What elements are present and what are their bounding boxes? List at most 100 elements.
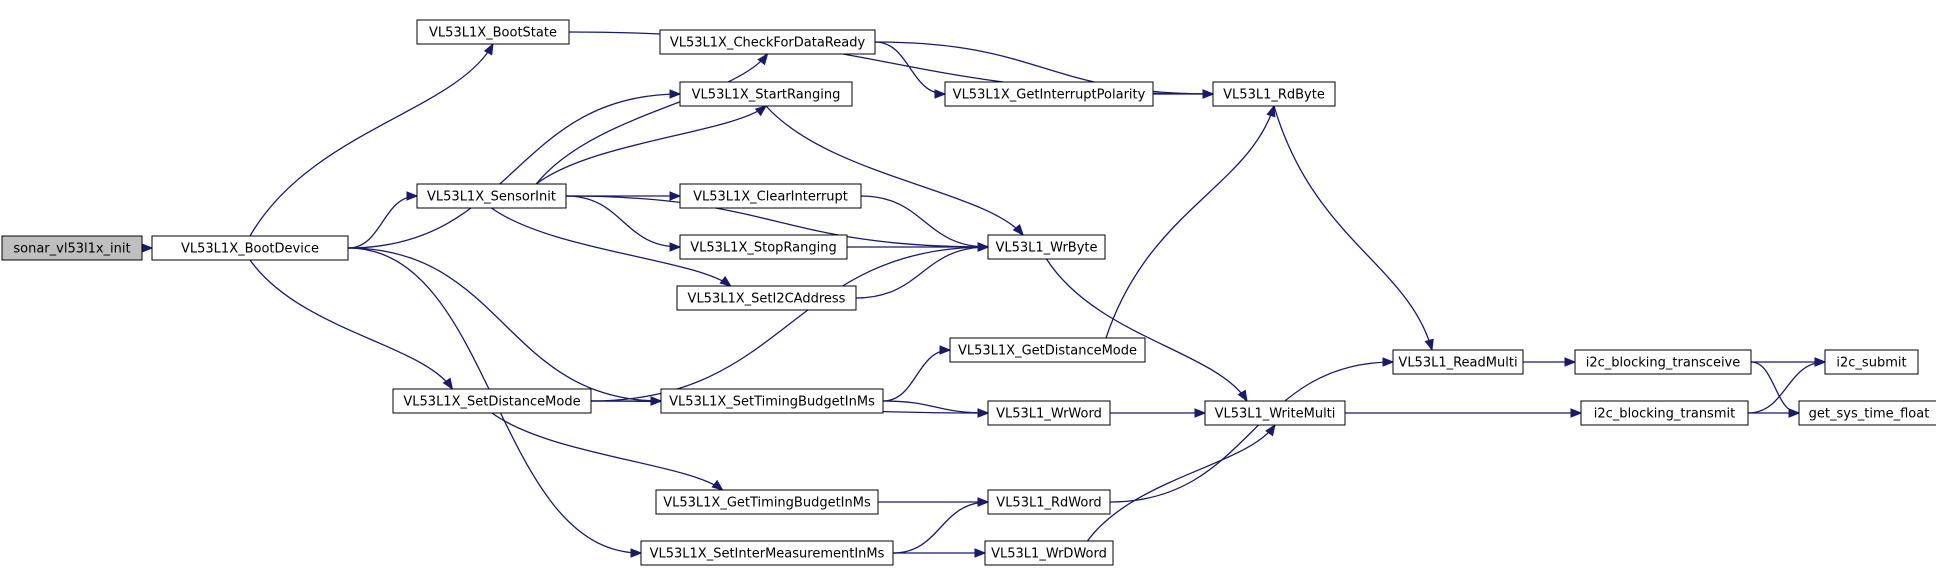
node-VL53L1_WrWord[interactable]: VL53L1_WrWord [987, 400, 1111, 426]
node-VL53L1X_BootState[interactable]: VL53L1X_BootState [416, 19, 570, 45]
arrowhead-VL53L1X_GetDistanceMode-to-VL53L1_RdByte [1266, 104, 1276, 118]
edge-i2c_blocking_transceive-to-get_sys_time_float [1750, 361, 1800, 414]
node-label: sonar_vl53l1x_init [13, 242, 130, 257]
node-VL53L1X_SetI2CAddress[interactable]: VL53L1X_SetI2CAddress [676, 285, 857, 311]
node-sonar_vl53l1x_init[interactable]: sonar_vl53l1x_init [1, 235, 143, 261]
node-box[interactable] [987, 234, 1106, 260]
arrowhead-VL53L1X_SensorInit-to-VL53L1X_StopRanging [669, 242, 682, 252]
node-VL53L1X_GetTimingBudgetInMs[interactable]: VL53L1X_GetTimingBudgetInMs [655, 489, 879, 515]
node-box[interactable] [416, 183, 567, 209]
arrowhead-VL53L1X_GetInterruptPolarity-to-VL53L1_RdByte [1202, 89, 1215, 99]
edge-VL53L1X_BootDevice-to-VL53L1X_SetTimingBudgetInMs [347, 247, 662, 402]
edge-VL53L1X_SensorInit-to-VL53L1_WrByte [565, 195, 989, 248]
node-label: VL53L1X_BootState [429, 26, 557, 41]
node-VL53L1X_GetDistanceMode[interactable]: VL53L1X_GetDistanceMode [949, 337, 1146, 363]
edge-VL53L1X_SensorInit-to-VL53L1X_SetI2CAddress [491, 207, 732, 287]
node-box[interactable] [987, 400, 1111, 426]
node-box[interactable] [1392, 349, 1524, 375]
node-i2c_blocking_transmit[interactable]: i2c_blocking_transmit [1580, 400, 1749, 426]
edge-VL53L1X_BootDevice-to-VL53L1X_BootState [249, 43, 494, 237]
arrowhead-VL53L1_RdByte-to-VL53L1_ReadMulti [1424, 338, 1434, 352]
edge-VL53L1X_SetDistanceMode-to-VL53L1_WrByte [590, 246, 989, 402]
edge-VL53L1X_SetInterMeasurementInMs-to-VL53L1_RdWord [892, 501, 989, 554]
node-VL53L1X_SetInterMeasurementInMs[interactable]: VL53L1X_SetInterMeasurementInMs [640, 540, 894, 566]
node-box[interactable] [1824, 349, 1919, 375]
node-box[interactable] [1212, 81, 1336, 107]
node-label: VL53L1X_SetDistanceMode [403, 395, 580, 410]
node-box[interactable] [1580, 400, 1749, 426]
node-VL53L1_RdByte[interactable]: VL53L1_RdByte [1212, 81, 1336, 107]
edge-VL53L1X_StartRanging-to-VL53L1_WrByte [765, 105, 1024, 236]
node-VL53L1_ReadMulti[interactable]: VL53L1_ReadMulti [1392, 349, 1524, 375]
edge-i2c_blocking_transmit-to-i2c_submit [1747, 361, 1826, 414]
node-label: VL53L1_WriteMulti [1215, 407, 1336, 422]
arrowhead-VL53L1X_SensorInit-to-VL53L1X_SetI2CAddress [719, 275, 732, 287]
node-VL53L1_WrDWord[interactable]: VL53L1_WrDWord [984, 540, 1114, 566]
edge-VL53L1X_GetDistanceMode-to-VL53L1_RdByte [1105, 105, 1275, 339]
node-VL53L1X_StopRanging[interactable]: VL53L1X_StopRanging [679, 234, 848, 260]
node-label: VL53L1X_SetTimingBudgetInMs [669, 395, 875, 410]
node-box[interactable] [655, 489, 879, 515]
node-box[interactable] [416, 19, 570, 45]
node-VL53L1X_StartRanging[interactable]: VL53L1X_StartRanging [679, 81, 853, 107]
node-label: VL53L1X_GetDistanceMode [958, 344, 1137, 359]
node-box[interactable] [679, 183, 862, 209]
edge-VL53L1X_BootDevice-to-VL53L1X_StartRanging [347, 93, 681, 249]
edge-VL53L1_WrByte-to-VL53L1_WriteMulti [1045, 258, 1248, 402]
node-box[interactable] [949, 337, 1146, 363]
node-box[interactable] [984, 540, 1114, 566]
node-box[interactable] [660, 388, 884, 414]
node-box[interactable] [640, 540, 894, 566]
node-box[interactable] [151, 235, 349, 261]
arrowhead-VL53L1X_BootDevice-to-VL53L1X_StartRanging [669, 89, 682, 99]
node-box[interactable] [1798, 400, 1936, 426]
node-i2c_submit[interactable]: i2c_submit [1824, 349, 1919, 375]
arrowhead-VL53L1X_SetInterMeasurementInMs-to-VL53L1_RdWord [977, 497, 990, 507]
node-box[interactable] [679, 234, 848, 260]
node-label: VL53L1X_BootDevice [181, 242, 319, 257]
node-VL53L1X_ClearInterrupt[interactable]: VL53L1X_ClearInterrupt [679, 183, 862, 209]
node-label: VL53L1_RdWord [996, 496, 1101, 511]
node-label: VL53L1_WrByte [995, 241, 1097, 256]
node-box[interactable] [987, 489, 1111, 515]
node-box[interactable] [392, 388, 592, 414]
node-box[interactable] [1574, 349, 1752, 375]
node-VL53L1X_BootDevice[interactable]: VL53L1X_BootDevice [151, 235, 349, 261]
node-VL53L1X_SensorInit[interactable]: VL53L1X_SensorInit [416, 183, 567, 209]
node-VL53L1X_SetDistanceMode[interactable]: VL53L1X_SetDistanceMode [392, 388, 592, 414]
node-box[interactable] [679, 81, 853, 107]
edge-VL53L1X_SetTimingBudgetInMs-to-VL53L1_WrWord [882, 400, 989, 414]
arrowhead-VL53L1X_BootDevice-to-VL53L1X_SetInterMeasurementInMs [630, 548, 643, 558]
edge-VL53L1_RdWord-to-VL53L1_ReadMulti [1109, 361, 1394, 503]
node-VL53L1_RdWord[interactable]: VL53L1_RdWord [987, 489, 1111, 515]
edge-VL53L1X_CheckForDataReady-to-VL53L1_RdByte [874, 41, 1214, 95]
node-box[interactable] [944, 81, 1154, 107]
edge-VL53L1X_SensorInit-to-VL53L1X_CheckForDataReady [535, 53, 769, 185]
arrowhead-VL53L1X_SetDistanceMode-to-VL53L1_WrByte [977, 242, 990, 252]
node-VL53L1X_SetTimingBudgetInMs[interactable]: VL53L1X_SetTimingBudgetInMs [660, 388, 884, 414]
node-box[interactable] [676, 285, 857, 311]
arrowhead-sonar_vl53l1x_init-to-VL53L1X_BootDevice [141, 243, 154, 253]
node-box[interactable] [1204, 400, 1346, 426]
node-VL53L1_WrByte[interactable]: VL53L1_WrByte [987, 234, 1106, 260]
node-label: VL53L1X_SetInterMeasurementInMs [650, 547, 885, 562]
node-box[interactable] [659, 29, 876, 55]
arrowhead-VL53L1X_SetInterMeasurementInMs-to-VL53L1_WrDWord [974, 548, 987, 558]
node-box[interactable] [1, 235, 143, 261]
edge-VL53L1X_CheckForDataReady-to-VL53L1X_GetInterruptPolarity [874, 41, 946, 95]
node-VL53L1_WriteMulti[interactable]: VL53L1_WriteMulti [1204, 400, 1346, 426]
node-label: VL53L1X_GetInterruptPolarity [953, 88, 1146, 103]
edge-VL53L1X_SetTimingBudgetInMs-to-VL53L1X_GetDistanceMode [882, 349, 951, 402]
arrowhead-VL53L1_ReadMulti-to-i2c_blocking_transceive [1564, 357, 1577, 367]
node-get_sys_time_float[interactable]: get_sys_time_float [1798, 400, 1936, 426]
arrowhead-VL53L1_RdWord-to-VL53L1_ReadMulti [1382, 357, 1395, 367]
node-VL53L1X_GetInterruptPolarity[interactable]: VL53L1X_GetInterruptPolarity [944, 81, 1154, 107]
node-VL53L1X_CheckForDataReady[interactable]: VL53L1X_CheckForDataReady [659, 29, 876, 55]
node-i2c_blocking_transceive[interactable]: i2c_blocking_transceive [1574, 349, 1752, 375]
node-label: get_sys_time_float [1809, 407, 1930, 422]
edge-VL53L1X_SetDistanceMode-to-VL53L1X_GetTimingBudgetInMs [491, 412, 723, 491]
arrowhead-VL53L1X_SensorInit-to-VL53L1X_CheckForDataReady [757, 52, 769, 66]
edge-VL53L1X_BootDevice-to-VL53L1X_SetDistanceMode [249, 259, 453, 390]
arrowhead-VL53L1X_SensorInit-to-VL53L1X_ClearInterrupt [669, 191, 682, 201]
